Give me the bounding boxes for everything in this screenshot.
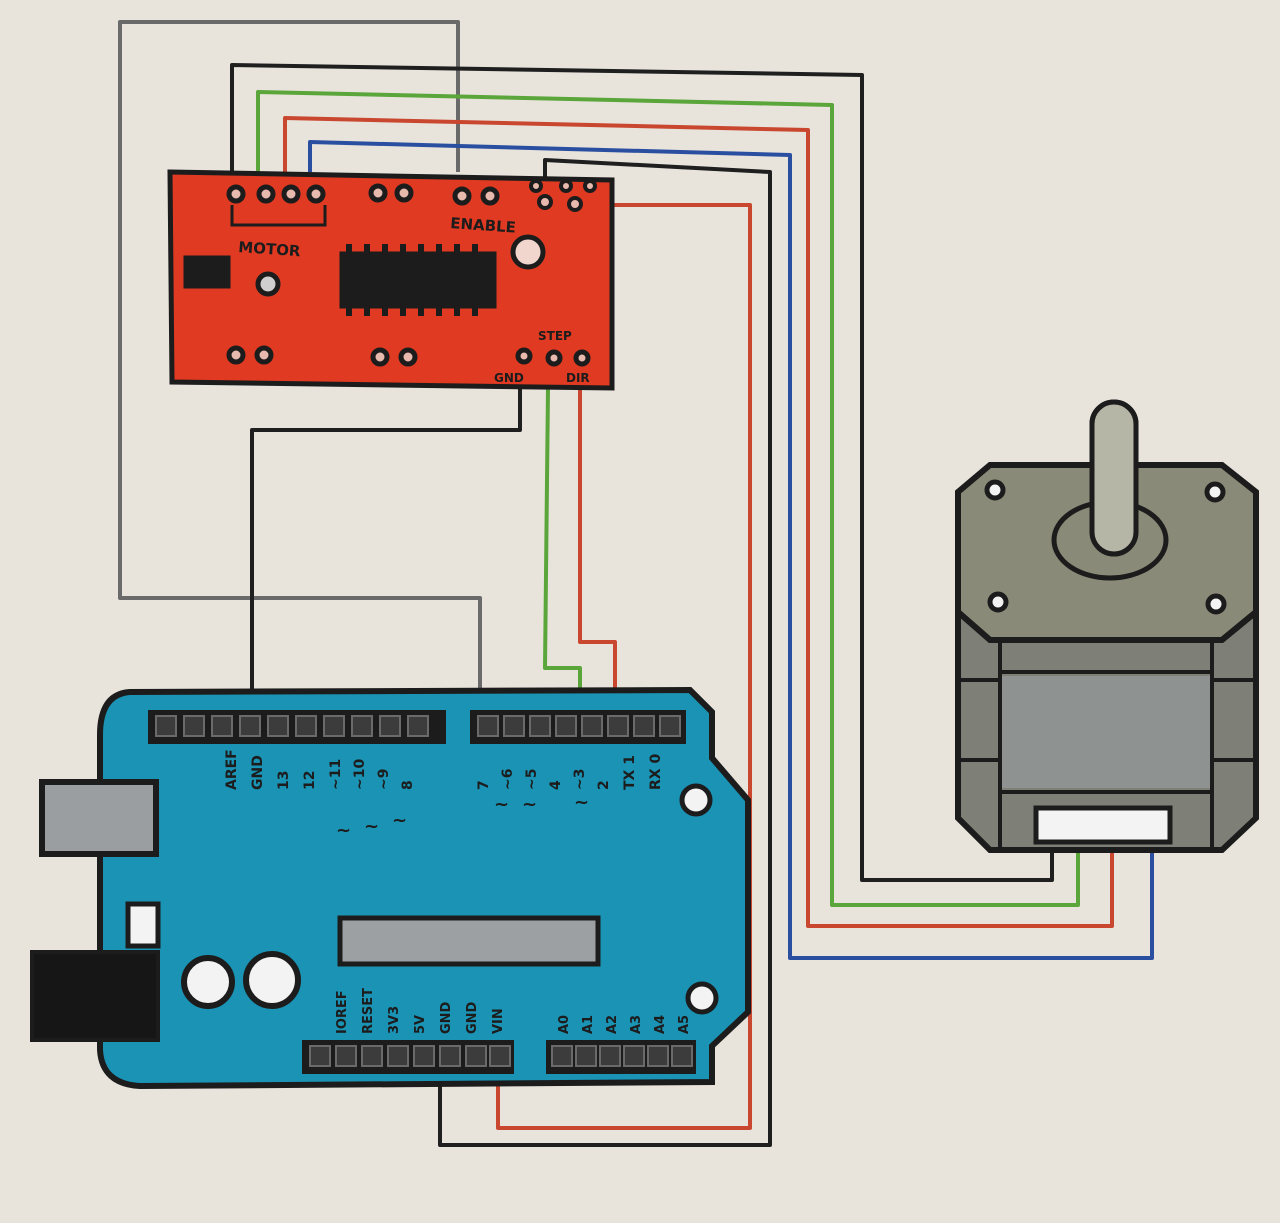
pin-label-4: 4 — [548, 780, 564, 790]
pin-label-vin: VIN — [491, 1008, 506, 1034]
pin-label-a3: A3 — [629, 1015, 644, 1034]
pin-label-gnd-2: GND — [465, 1001, 480, 1034]
pin-label-12: 12 — [302, 771, 318, 790]
pin-label-8: 8 — [400, 780, 416, 790]
reset-button — [125, 901, 161, 949]
pin-label-a0: A0 — [557, 1015, 572, 1034]
wire-red-driver-to-arduino-5v — [496, 203, 752, 1130]
analog-pin-labels: A0 A1 A2 A3 A4 A5 — [557, 1015, 692, 1034]
gnd-label: GND — [494, 371, 524, 385]
wire-green-driver-to-motor — [256, 90, 1080, 907]
pin-label-9: ~9 — [376, 769, 392, 790]
stepper-motor-icon — [955, 399, 1259, 853]
motor-bracket — [230, 205, 327, 227]
barrel-jack — [30, 950, 160, 1042]
digital-pin-labels: AREF GND 13 12 ~11 ~10 ~9 8 7 ~6 ~5 4 ~3… — [224, 749, 664, 790]
pwm-mark: ~ — [494, 794, 509, 815]
wire-red-driver-to-motor — [283, 116, 1114, 928]
pin-label-7: 7 — [476, 780, 492, 790]
pin-label-5: ~5 — [524, 769, 540, 790]
digital-header-right-pins — [477, 715, 681, 737]
digital-header-left-pins — [155, 715, 429, 737]
analog-header-pins — [551, 1045, 693, 1067]
pwm-mark: ~ — [364, 816, 379, 837]
usb-port — [39, 779, 159, 857]
pin-label-a2: A2 — [605, 1015, 620, 1034]
motor-layers — [958, 640, 1256, 850]
trim-potentiometer — [510, 234, 546, 270]
motor-shaft-front — [1089, 399, 1139, 557]
wire-red-dir-to-arduino — [578, 388, 617, 692]
pin-label-a1: A1 — [581, 1015, 596, 1034]
stepper-driver-board: MOTOR ENABLE — [167, 169, 615, 391]
wire-blue-driver-to-motor — [308, 140, 1154, 960]
wire-black-driver-vdd-to-arduino — [438, 158, 772, 1147]
pwm-mark: ~ — [574, 792, 589, 813]
mounting-hole-1 — [181, 955, 235, 1009]
pin-label-10: ~10 — [352, 759, 368, 790]
wire-gray-driver-to-arduino — [118, 20, 482, 690]
motor-middle-band — [1002, 676, 1210, 788]
chip-pins — [346, 244, 478, 316]
pin-label-5v: 5V — [413, 1015, 428, 1034]
wire-black-driver-to-motor — [230, 63, 1054, 882]
motor-output-pins — [226, 184, 326, 204]
pin-label-11: ~11 — [328, 759, 344, 790]
pin-label-2: 2 — [596, 780, 612, 790]
pin-label-rx: RX 0 — [648, 754, 664, 790]
power-jack — [183, 255, 231, 289]
microcontroller-chip — [337, 915, 601, 967]
pin-label-tx: TX 1 — [622, 755, 638, 790]
power-pin-labels: IOREF RESET 3V3 5V GND GND VIN — [335, 988, 506, 1034]
pin-label-reset: RESET — [361, 988, 376, 1034]
pwm-mark: ~ — [392, 810, 407, 831]
wire-green-step-to-arduino — [543, 387, 582, 692]
wire-black-driver-gnd-to-arduino — [250, 388, 522, 695]
motor-mounting-holes — [984, 479, 1227, 615]
pin-label-3v3: 3V3 — [387, 1006, 402, 1034]
pin-label-aref: AREF — [224, 749, 240, 790]
mounting-hole-2 — [243, 951, 301, 1009]
power-header-pins — [309, 1045, 511, 1067]
pin-label-ioref: IOREF — [335, 990, 350, 1034]
power-pins — [368, 183, 500, 206]
pin-label-gnd: GND — [250, 755, 266, 790]
wires — [118, 20, 1154, 1147]
mounting-hole — [255, 271, 281, 297]
mounting-hole-4 — [685, 981, 719, 1015]
step-label: STEP — [538, 329, 572, 343]
pin-label-a5: A5 — [677, 1015, 692, 1034]
logic-pins-top — [529, 179, 597, 212]
pin-label-6: ~6 — [500, 769, 516, 790]
arduino-board: AREF GND 13 12 ~11 ~10 ~9 8 7 ~6 ~5 4 ~3… — [30, 686, 751, 1090]
pin-label-3: ~3 — [572, 769, 588, 790]
enable-label: ENABLE — [450, 214, 517, 237]
pin-label-gnd-1: GND — [439, 1001, 454, 1034]
pin-label-a4: A4 — [653, 1015, 668, 1034]
mounting-hole-3 — [679, 783, 713, 817]
motor-label: MOTOR — [238, 238, 302, 260]
pwm-mark: ~ — [336, 820, 351, 841]
pwm-marks: ~ ~ ~ ~ ~ ~ — [336, 792, 589, 841]
pin-label-13: 13 — [276, 771, 292, 790]
bottom-pins — [226, 345, 591, 367]
driver-chip — [339, 251, 497, 309]
motor-connector — [1033, 805, 1173, 845]
pwm-mark: ~ — [522, 794, 537, 815]
dir-label: DIR — [566, 371, 590, 385]
